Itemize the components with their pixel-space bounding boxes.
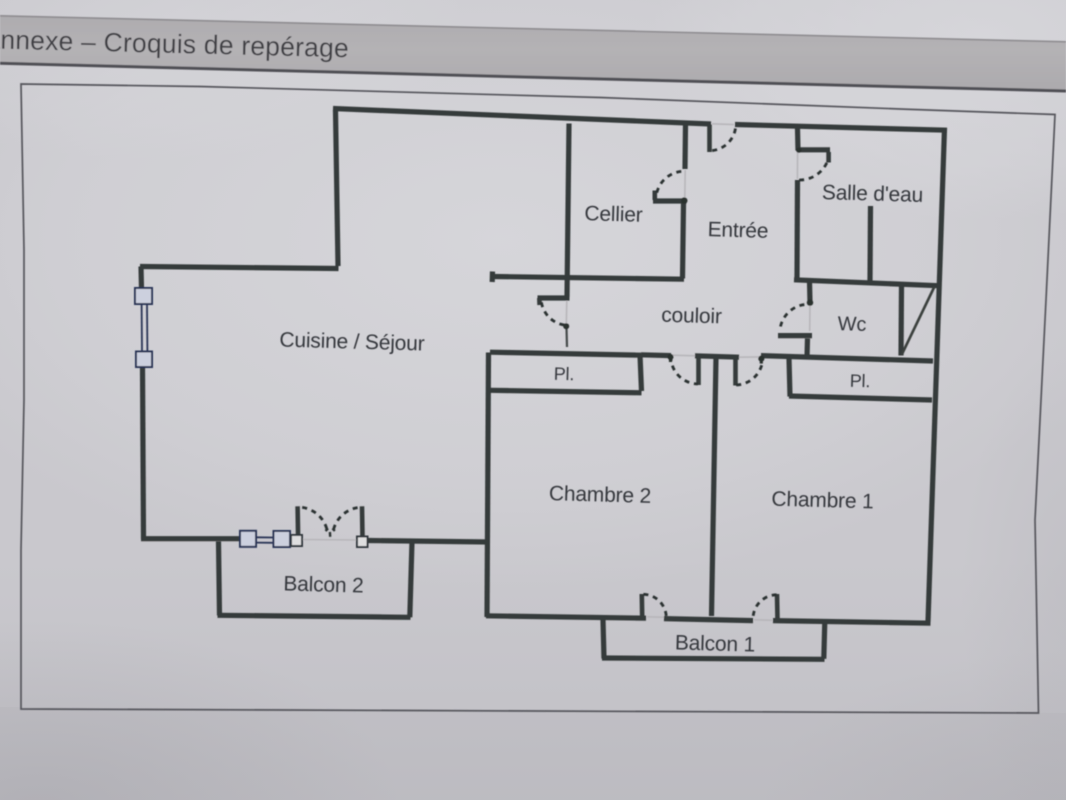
svg-text:Cuisine / Séjour: Cuisine / Séjour — [279, 328, 425, 355]
svg-text:Pl.: Pl. — [554, 364, 575, 385]
svg-text:couloir: couloir — [661, 304, 722, 329]
svg-text:Chambre 1: Chambre 1 — [771, 488, 874, 514]
svg-text:Chambre 2: Chambre 2 — [549, 482, 652, 508]
svg-text:Wc: Wc — [837, 313, 866, 336]
svg-text:Salle d'eau: Salle d'eau — [822, 181, 924, 207]
svg-text:Pl.: Pl. — [849, 371, 870, 392]
svg-text:Cellier: Cellier — [584, 202, 643, 227]
svg-text:Balcon 2: Balcon 2 — [283, 572, 364, 597]
svg-text:Entrée: Entrée — [707, 218, 768, 243]
svg-text:Balcon 1: Balcon 1 — [675, 631, 756, 656]
